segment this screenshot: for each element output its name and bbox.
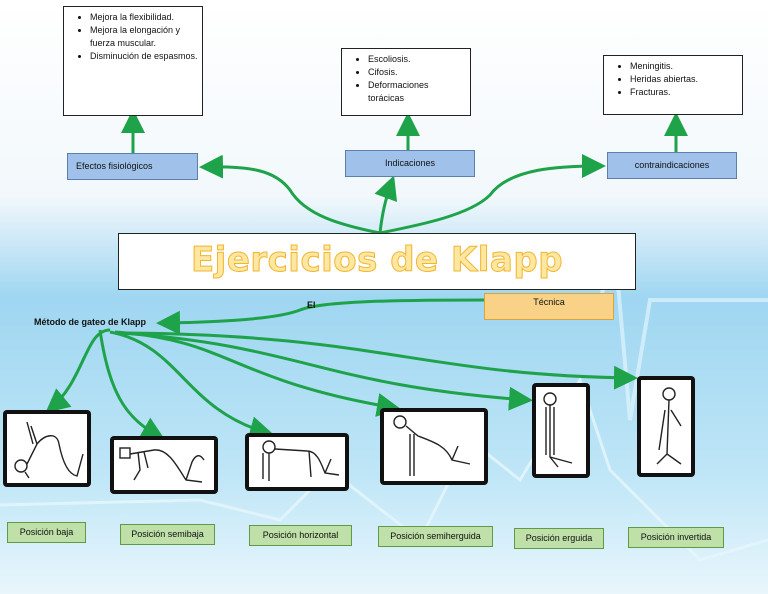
position-label-erguida: Posición erguida	[514, 528, 604, 549]
method-label: Método de gateo de Klapp	[34, 317, 147, 327]
figure-semibaja-illustration	[114, 440, 214, 490]
position-image-semibaja	[110, 436, 218, 494]
arrow-to-semiherguida	[114, 330, 401, 417]
efectos-item: Disminución de espasmos.	[90, 50, 198, 63]
figure-horizontal-illustration	[249, 437, 345, 487]
contraindicaciones-label: contraindicaciones	[607, 152, 737, 179]
arrow-to-efectos	[199, 154, 381, 235]
page-title: Ejercicios de Klapp	[190, 240, 564, 281]
title-box: Ejercicios de Klapp	[118, 233, 636, 290]
indicaciones-list-box: Escoliosis. Cifosis. Deformaciones torác…	[341, 48, 471, 116]
connector-word: El	[307, 300, 316, 310]
figure-baja-illustration	[7, 414, 87, 483]
arrow-to-contra	[379, 154, 606, 235]
indicaciones-item: Cifosis.	[368, 66, 466, 79]
contraindicaciones-list-box: Meningitis. Heridas abiertas. Fracturas.	[603, 55, 743, 115]
indicaciones-item: Deformaciones torácicas	[368, 79, 466, 105]
position-label-horizontal: Posición horizontal	[249, 525, 352, 546]
contraindicaciones-item: Heridas abiertas.	[630, 73, 738, 86]
efectos-item: Mejora la flexibilidad.	[90, 11, 198, 24]
position-image-horizontal	[245, 433, 349, 491]
indicaciones-label: Indicaciones	[345, 150, 475, 177]
efectos-label: Efectos fisiológicos	[67, 153, 198, 180]
efectos-item: Mejora la elongación y fuerza muscular.	[90, 24, 198, 50]
position-image-invertida	[637, 376, 695, 477]
contraindicaciones-item: Meningitis.	[630, 60, 738, 73]
figure-erguida-illustration	[536, 387, 586, 474]
arrow-to-semibaja	[98, 329, 166, 440]
position-label-baja: Posición baja	[7, 522, 86, 543]
figure-invertida-illustration	[641, 380, 691, 473]
tecnica-label: Técnica	[484, 293, 614, 320]
contraindicaciones-item: Fracturas.	[630, 86, 738, 99]
position-label-semibaja: Posición semibaja	[120, 524, 215, 545]
arrow-to-invertida	[124, 331, 638, 390]
position-label-semiherguida: Posición semiherguida	[378, 526, 493, 547]
position-image-erguida	[532, 383, 590, 478]
position-label-invertida: Posición invertida	[628, 527, 724, 548]
efectos-list-box: Mejora la flexibilidad. Mejora la elonga…	[63, 6, 203, 116]
figure-semiherguida-illustration	[384, 412, 484, 481]
indicaciones-item: Escoliosis.	[368, 53, 466, 66]
arrow-to-horizontal	[109, 330, 274, 440]
arrow-to-baja	[45, 328, 111, 413]
position-image-baja	[3, 410, 91, 487]
position-image-semiherguida	[380, 408, 488, 485]
arrow-tecnica-to-metodo	[156, 298, 486, 335]
arrow-to-erguida	[119, 331, 533, 411]
arrow-to-indicaciones	[374, 175, 398, 234]
